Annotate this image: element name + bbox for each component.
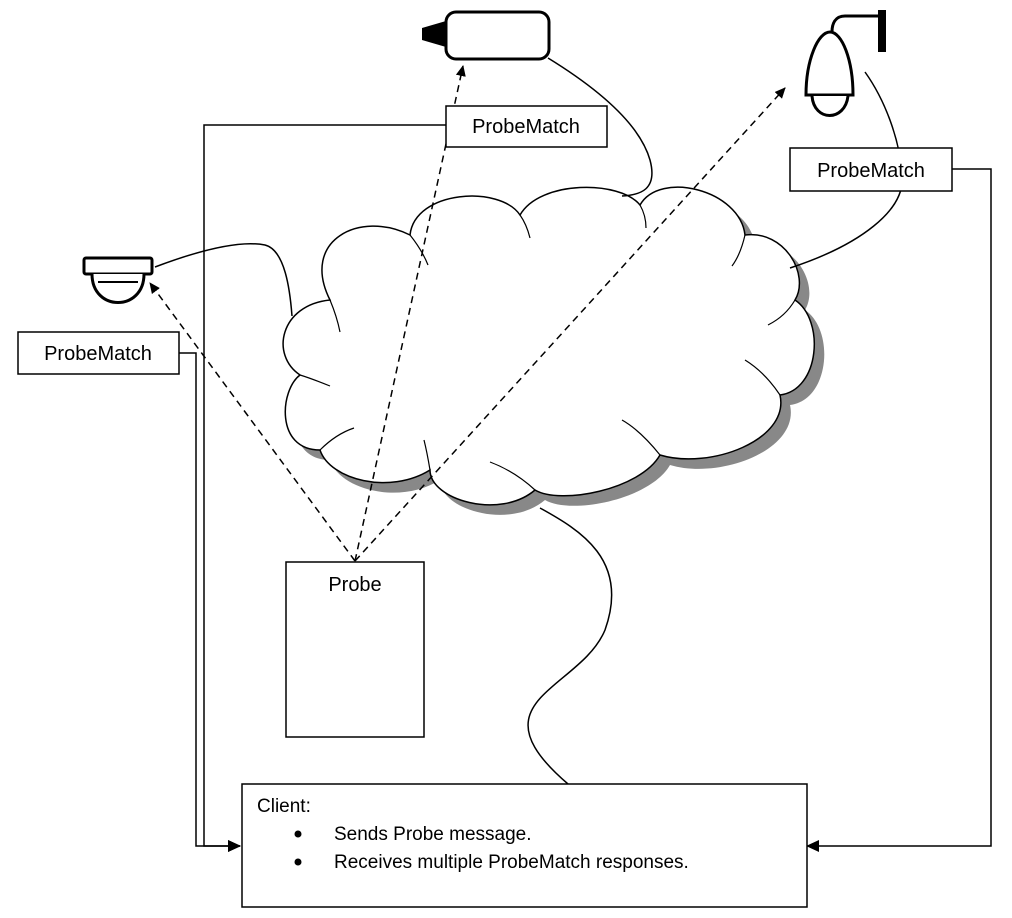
dome-camera-icon <box>82 256 154 304</box>
client-link <box>527 507 613 785</box>
probematch-response-lines <box>179 124 992 852</box>
bullet-icon <box>294 830 302 838</box>
dome-camera-link <box>154 242 293 317</box>
probematch-dome-camera: ProbeMatch <box>17 331 180 375</box>
probe-arrow-to-dome-camera <box>149 282 356 562</box>
probe-label: Probe <box>328 574 381 596</box>
client-bullet: Sends Probe message. <box>334 824 532 845</box>
cloud-inner-curves <box>299 204 796 491</box>
probematch-label: ProbeMatch <box>472 116 580 138</box>
probe-arrows <box>149 65 786 562</box>
client-bullet: Receives multiple ProbeMatch responses. <box>334 852 689 873</box>
network-cloud <box>282 186 825 515</box>
cloud-body <box>282 186 815 506</box>
probematch-label: ProbeMatch <box>44 343 152 365</box>
response-line-dome-camera <box>179 352 241 852</box>
ptz-dome-camera-icon <box>804 10 886 117</box>
probematch-ptz-camera: ProbeMatch <box>789 147 953 192</box>
client-title: Client: <box>257 796 311 817</box>
probe-message-box: Probe <box>285 561 425 738</box>
bullet-icon <box>294 858 302 866</box>
probe-arrow-to-ptz-camera <box>354 87 786 562</box>
probematch-box-camera: ProbeMatch <box>445 105 608 148</box>
probematch-label: ProbeMatch <box>817 160 925 182</box>
box-camera-link <box>547 57 653 197</box>
response-line-ptz-camera <box>806 168 992 852</box>
box-camera-icon <box>422 10 551 61</box>
probe-arrow-to-box-camera <box>354 65 466 562</box>
client-box: Client: Sends Probe message. Receives mu… <box>241 783 808 908</box>
